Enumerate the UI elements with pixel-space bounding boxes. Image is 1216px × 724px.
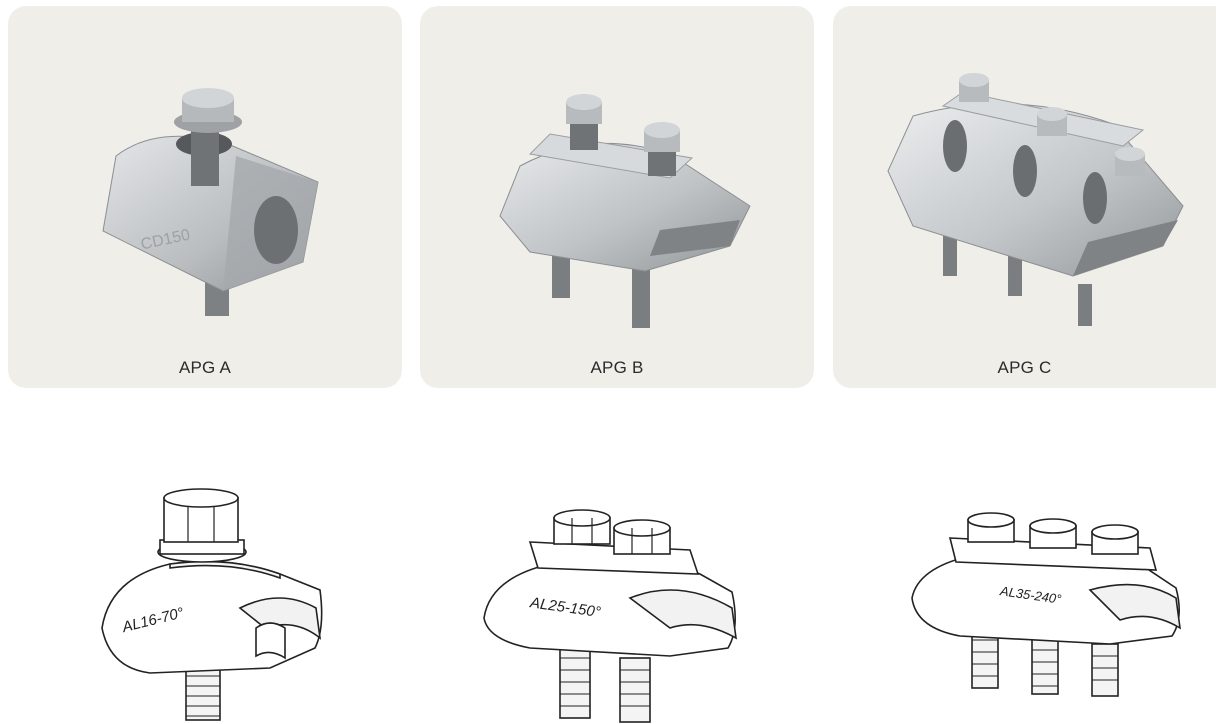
product-label: APG C	[997, 358, 1052, 377]
clamp-photo-single-bolt: CD150	[102, 88, 319, 316]
product-label: APG B	[590, 358, 644, 377]
product-card-apg-b[interactable]: APG B	[420, 6, 814, 388]
clamp-photo-triple-bolt	[887, 73, 1184, 326]
clamp-drawing-double-bolt: AL25-150°	[483, 509, 738, 723]
clamp-drawing-single-bolt: AL16-70°	[101, 488, 323, 721]
product-card-apg-a[interactable]: CD150 APG A	[8, 6, 402, 388]
clamp-drawing-triple-bolt: AL35-240°	[911, 512, 1182, 697]
product-card-apg-c[interactable]: APG C	[833, 6, 1216, 388]
clamp-photo-double-bolt	[499, 94, 751, 328]
product-label: APG A	[178, 358, 232, 377]
